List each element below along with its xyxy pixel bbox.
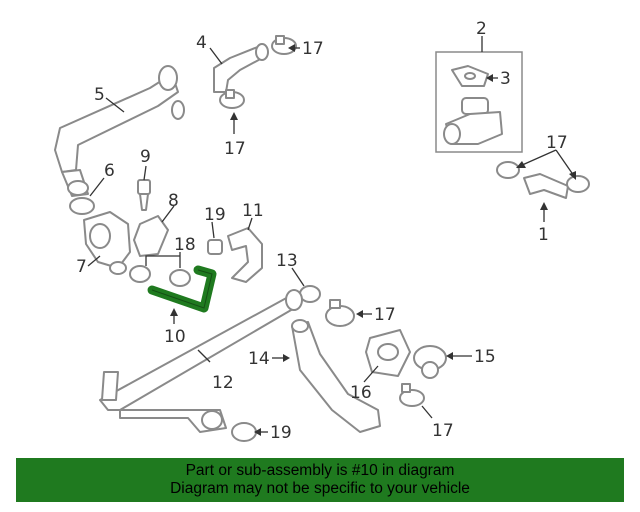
part-2-assembly-box: [435, 51, 523, 153]
clamp-17-right-a: [496, 161, 520, 179]
clamp-17-right-b: [566, 175, 590, 193]
callout-8: 8: [168, 191, 179, 211]
parts-diagram: 4 17 17 5 6 9 8 7 18 19 11 13 10 12 14 1…: [54, 19, 590, 443]
callout-19-lower: 19: [270, 423, 292, 443]
clamp-17-top-left: [219, 89, 245, 109]
part-11-hose: [227, 227, 263, 283]
clamp-19-lower: [231, 422, 257, 442]
part-8-gasket: [133, 215, 169, 257]
part-16-gasket: [365, 329, 411, 377]
part-10-hose-outline: [151, 269, 213, 309]
callout-11: 11: [242, 201, 264, 221]
clamp-19-upper: [207, 239, 223, 255]
banner-line-2: Diagram may not be specific to your vehi…: [170, 480, 470, 497]
callout-10: 10: [164, 327, 186, 347]
clamp-17-bottom: [399, 383, 425, 407]
callout-15: 15: [474, 347, 496, 367]
clamp-18-left: [129, 265, 151, 283]
callout-9: 9: [140, 147, 151, 167]
callout-7: 7: [76, 257, 87, 277]
part-15-thermostat: [413, 345, 447, 379]
callout-16: 16: [350, 383, 372, 403]
callout-17-right: 17: [546, 133, 568, 153]
callout-17-upper-left: 17: [224, 139, 246, 159]
part-2-thermostat-housing: [443, 97, 503, 145]
callout-12: 12: [212, 373, 234, 393]
callout-5: 5: [94, 85, 105, 105]
part-9-sensor: [137, 179, 151, 211]
part-1-hose: [523, 173, 569, 199]
callout-14: 14: [248, 349, 270, 369]
callout-17-top: 17: [302, 39, 324, 59]
callout-1: 1: [538, 225, 549, 245]
callout-17-bottom: 17: [432, 421, 454, 441]
callout-6: 6: [104, 161, 115, 181]
part-10-hose-highlighted: [147, 265, 217, 313]
callout-4: 4: [196, 33, 207, 53]
banner-line-1: Part or sub-assembly is #10 in diagram: [185, 462, 455, 479]
part-7-housing: [83, 211, 131, 275]
clamp-17-top-right: [271, 35, 297, 55]
part-12-pipe: [99, 289, 303, 433]
callout-18: 18: [174, 235, 196, 255]
callout-13: 13: [276, 251, 298, 271]
part-4-hose: [213, 43, 269, 93]
info-banner: Part or sub-assembly is #10 in diagram D…: [16, 458, 624, 502]
clamp-17-middle: [325, 299, 355, 327]
callout-3: 3: [500, 69, 511, 89]
callout-2: 2: [476, 19, 487, 39]
part-6-gasket: [69, 197, 95, 215]
clamp-18-right: [169, 269, 191, 287]
part-13-oring: [299, 285, 321, 303]
part-14-hose: [291, 319, 381, 433]
part-5-water-pipe: [54, 65, 185, 197]
callout-17-middle: 17: [374, 305, 396, 325]
leader-lines: [87, 36, 576, 436]
callout-19-upper: 19: [204, 205, 226, 225]
part-3-cap: [451, 65, 489, 87]
